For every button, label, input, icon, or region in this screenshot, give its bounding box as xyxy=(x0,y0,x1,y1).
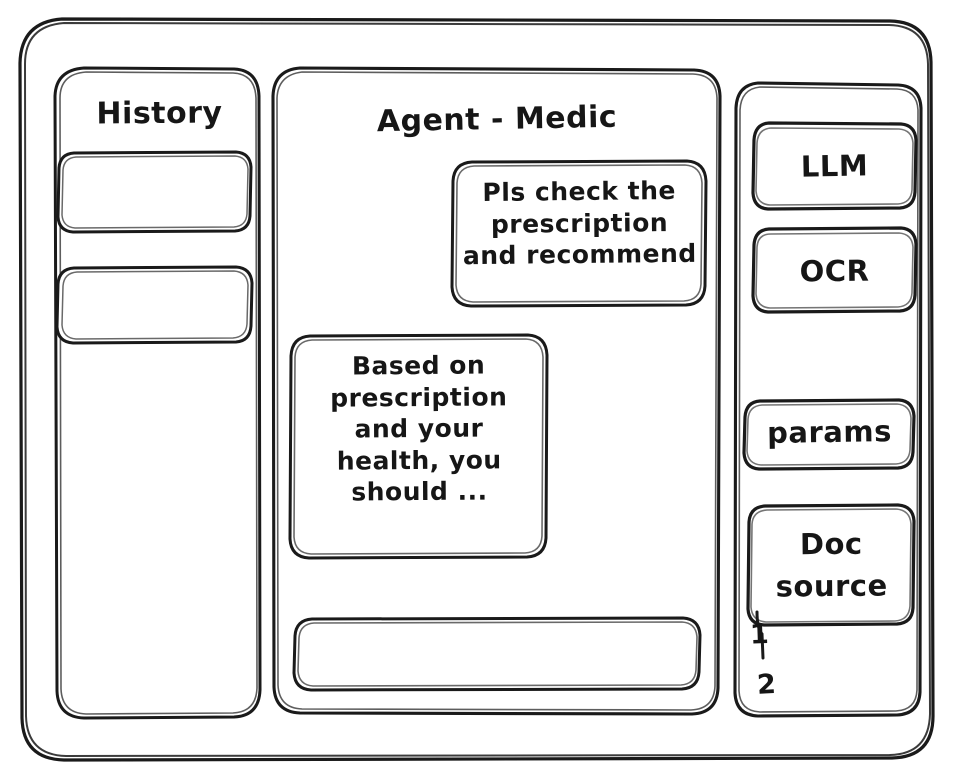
doc-list-item[interactable]: 2 xyxy=(756,668,778,701)
doc-list-item[interactable]: 1 xyxy=(749,618,770,651)
tool-label: Doc source xyxy=(775,526,888,604)
